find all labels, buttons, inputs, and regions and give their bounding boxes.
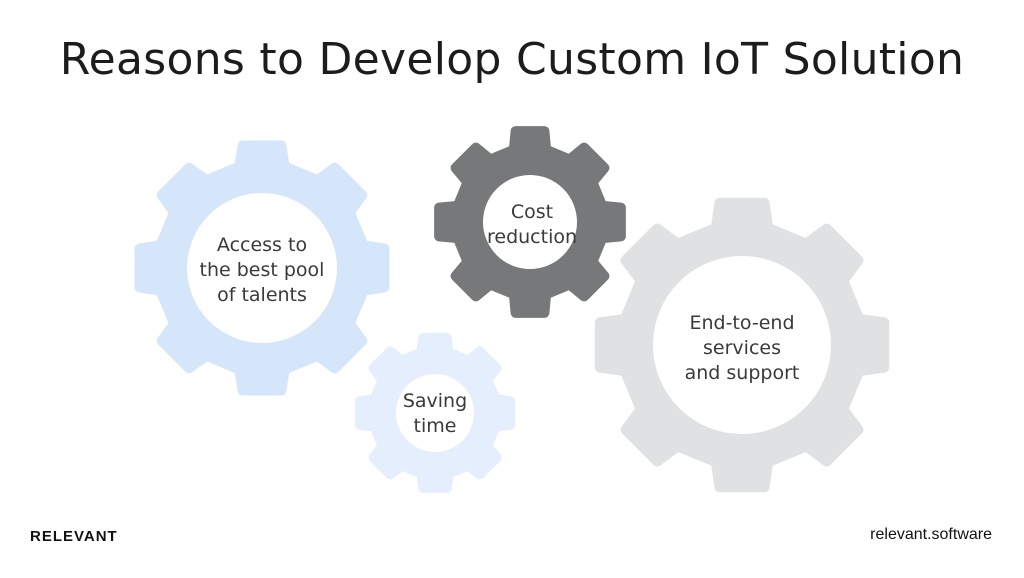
page-title: Reasons to Develop Custom IoT Solution [59, 34, 965, 85]
gear-cost [434, 126, 626, 318]
gear-cost-label: Cost reduction [486, 201, 578, 248]
gear-talents [134, 140, 390, 396]
site-url: relevant.software [870, 526, 992, 543]
brand-logo: RELEVANT [30, 528, 118, 545]
gear-time-label: Saving time [402, 390, 468, 437]
gear-services-label: End-to-end services and support [684, 312, 800, 384]
gear-services [594, 197, 890, 493]
gear-time [354, 332, 516, 494]
gear-talents-label: Access to the best pool of talents [199, 234, 325, 306]
